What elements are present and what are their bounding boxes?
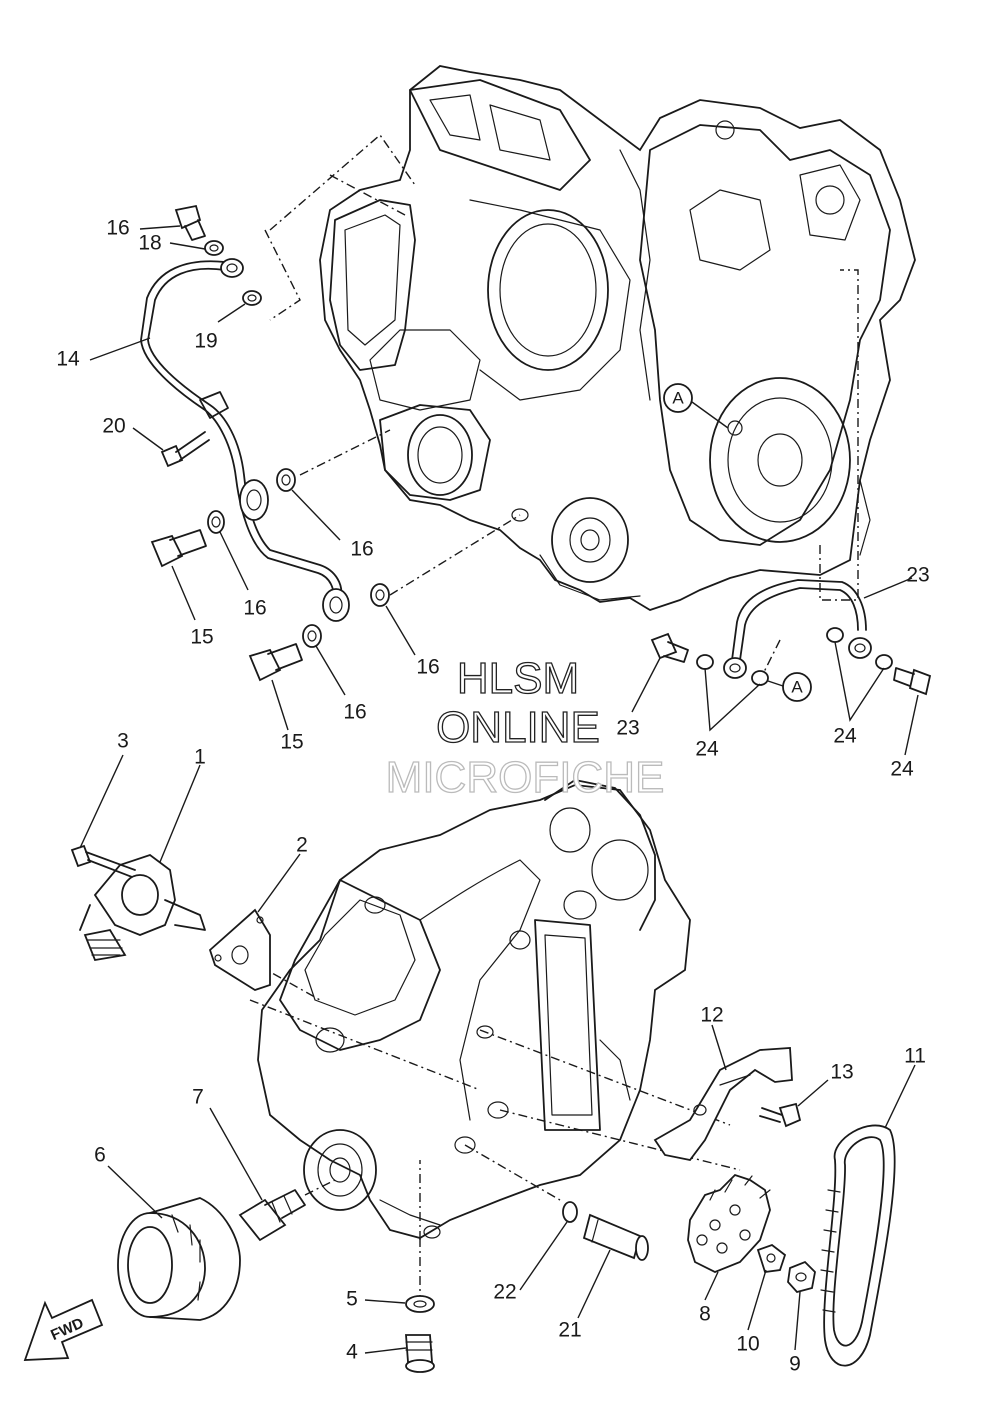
reference-mark-a-2: A xyxy=(767,672,812,702)
drive-chain-11 xyxy=(820,1124,896,1367)
callout-18-lower: 19 xyxy=(194,330,217,353)
bolt-3 xyxy=(70,844,136,878)
callout-4: 4 xyxy=(346,1341,358,1364)
callout-11: 11 xyxy=(904,1045,926,1068)
strainer-20 xyxy=(582,1213,649,1261)
oil-pipe-22 xyxy=(723,579,872,679)
union-bolt-7 xyxy=(238,1189,306,1242)
oil-delivery-pipe-14 xyxy=(140,258,350,622)
assembly-guide-lines-upper xyxy=(264,133,859,681)
washer-18b xyxy=(242,290,262,306)
callout-15-a: 15 xyxy=(190,626,213,649)
callout-23-b: 24 xyxy=(890,758,914,781)
callout-2: 2 xyxy=(296,834,308,857)
chain-guide-12 xyxy=(653,1047,793,1161)
upper-engine-assembly xyxy=(319,65,916,611)
leader-lines xyxy=(79,225,919,1354)
callout-22: 23 xyxy=(906,564,929,587)
lower-crankcase-assembly xyxy=(257,779,691,1239)
drain-plug-4 xyxy=(405,1334,435,1373)
callout-17: 16 xyxy=(106,217,129,240)
pump-gear-8 xyxy=(687,1173,771,1273)
lock-washer-10 xyxy=(756,1243,787,1273)
callout-8: 8 xyxy=(699,1303,711,1326)
callout-5: 5 xyxy=(346,1288,358,1311)
assembly-guide-lines-lower xyxy=(239,954,741,1305)
callout-9: 9 xyxy=(789,1353,801,1376)
callout-24-a: 24 xyxy=(695,738,719,761)
nut-9 xyxy=(787,1260,816,1294)
washer-16d xyxy=(302,624,322,648)
svg-text:A: A xyxy=(791,677,803,696)
callout-15-b: 15 xyxy=(280,731,303,754)
callout-7: 7 xyxy=(192,1086,204,1109)
bolt-13 xyxy=(759,1102,802,1128)
reference-mark-a-1: A xyxy=(663,383,729,429)
callout-20: 21 xyxy=(558,1319,581,1342)
callout-19: 20 xyxy=(102,415,125,438)
callout-labels: 16 18 19 14 20 16 16 15 16 16 15 23 23 2… xyxy=(56,217,929,1376)
watermark-line-2: ONLINE xyxy=(436,703,600,752)
washer-16a xyxy=(207,510,225,534)
callout-16-b: 16 xyxy=(243,597,266,620)
watermark: HLSM ONLINE MICROFICHE xyxy=(385,653,665,802)
callout-1: 1 xyxy=(194,746,206,769)
callout-16-a: 16 xyxy=(350,538,373,561)
callout-10: 10 xyxy=(736,1333,759,1356)
callout-3: 3 xyxy=(117,730,129,753)
oil-filter-6 xyxy=(117,1197,241,1321)
bolt-17 xyxy=(174,204,206,241)
callout-24-b: 24 xyxy=(833,725,857,748)
callout-6: 6 xyxy=(94,1144,106,1167)
watermark-line-1: HLSM xyxy=(457,654,579,703)
forward-direction-arrow: FWD xyxy=(23,1298,104,1361)
svg-text:A: A xyxy=(672,388,684,407)
o-ring-21 xyxy=(562,1201,578,1223)
callout-14: 14 xyxy=(56,348,80,371)
bolt-15a xyxy=(150,529,207,568)
bolt-19 xyxy=(160,431,210,468)
washer-16c xyxy=(370,583,390,607)
washer-16b xyxy=(276,468,296,492)
callout-13: 13 xyxy=(830,1061,853,1084)
bolt-23a xyxy=(650,632,689,663)
washer-18a xyxy=(204,240,224,256)
washer-5 xyxy=(405,1295,435,1313)
watermark-line-3: MICROFICHE xyxy=(386,753,665,802)
callout-23-a: 23 xyxy=(616,717,639,740)
callout-12: 12 xyxy=(700,1004,723,1027)
bolt-15b xyxy=(248,643,303,682)
bolt-23b xyxy=(893,667,932,696)
gasket-2 xyxy=(208,908,271,991)
callout-16-d: 16 xyxy=(343,701,366,724)
callout-21: 22 xyxy=(493,1281,516,1304)
callout-16-c: 16 xyxy=(416,656,439,679)
oil-pump-1 xyxy=(79,853,206,962)
callout-18-upper: 18 xyxy=(138,232,161,255)
